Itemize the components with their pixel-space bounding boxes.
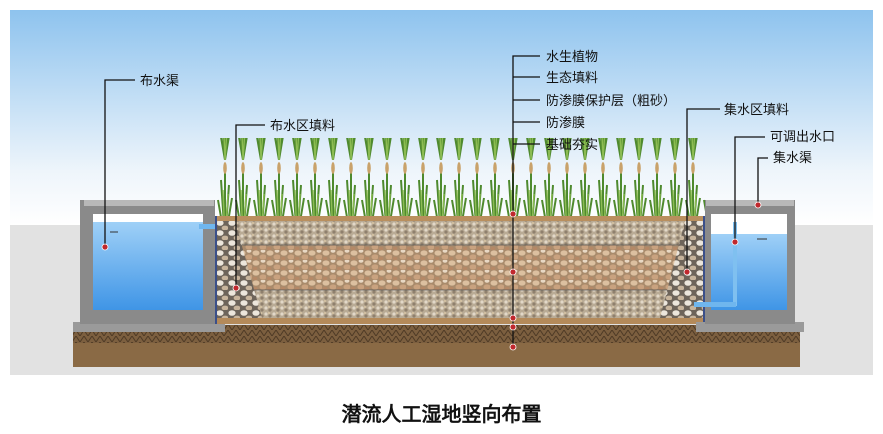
adjustable-outlet-pipe	[733, 222, 737, 306]
outlet-zone-filler	[660, 221, 703, 318]
marker-dots	[101, 201, 762, 351]
inlet-zone-filler	[217, 221, 262, 318]
label-outlet-zone-filler: 集水区填料	[724, 102, 789, 118]
compacted-foundation	[73, 325, 800, 343]
label-adjustable-outlet: 可调出水口	[770, 130, 835, 145]
aquatic-plants	[215, 138, 705, 218]
inlet-pipe	[199, 224, 219, 229]
label-inlet-zone-filler: 布水区填料	[270, 119, 335, 134]
collection-channel-tank	[694, 200, 804, 332]
label-collection-channel: 集水渠	[773, 150, 812, 166]
figure-caption: 潜流人工湿地竖向布置	[341, 402, 542, 426]
label-foundation: 基础夯实	[546, 138, 598, 153]
label-inlet-channel: 布水渠	[140, 74, 179, 89]
label-membrane-protection: 防渗膜保护层（粗砂）	[546, 93, 676, 109]
leader-lines	[104, 55, 768, 347]
inlet-channel-tank	[73, 200, 225, 332]
label-eco-filler: 生态填料	[546, 71, 598, 86]
label-aquatic-plants: 水生植物	[546, 50, 598, 65]
wetland-bed	[215, 216, 705, 324]
label-membrane: 防渗膜	[546, 115, 585, 131]
